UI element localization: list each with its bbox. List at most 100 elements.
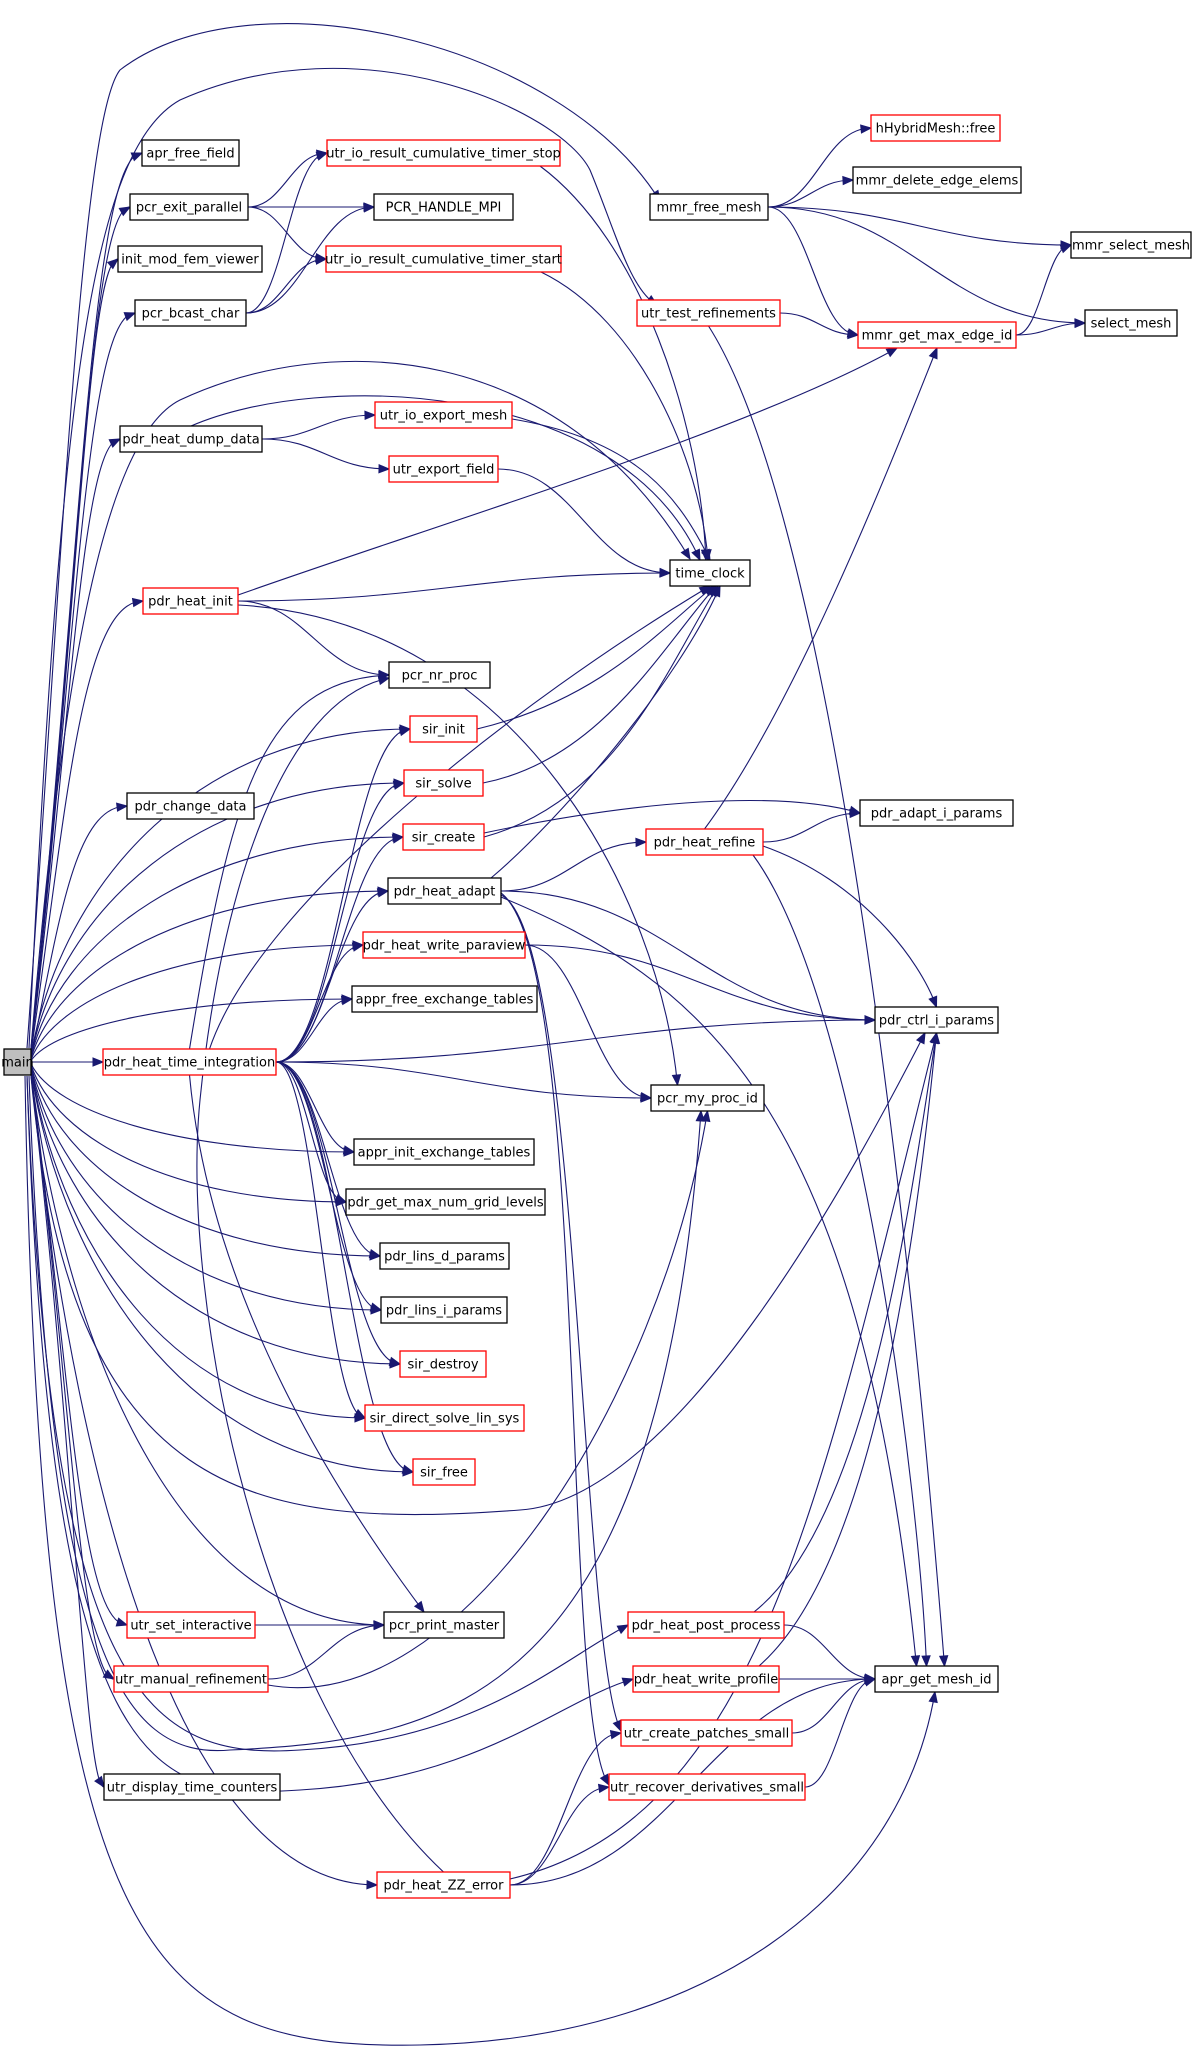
- arrowhead-icon: [928, 995, 938, 1009]
- node-label: utr_test_refinements: [641, 307, 776, 322]
- node-sir_solve[interactable]: sir_solve: [403, 769, 484, 797]
- node-utr_export_field[interactable]: utr_export_field: [388, 455, 499, 483]
- node-mmr_get_max_edge_id[interactable]: mmr_get_max_edge_id: [857, 321, 1017, 349]
- edge-line: [704, 347, 938, 830]
- node-label: pdr_heat_dump_data: [122, 433, 259, 448]
- edge-line: [30, 1066, 382, 1311]
- node-utr_io_export_mesh[interactable]: utr_io_export_mesh: [374, 401, 513, 429]
- node-utr_recover_derivatives_small[interactable]: utr_recover_derivatives_small: [608, 1773, 806, 1801]
- node-label: pcr_my_proc_id: [657, 1092, 758, 1107]
- edge-line: [30, 836, 404, 1058]
- node-select_mesh[interactable]: select_mesh: [1084, 309, 1178, 337]
- node-pdr_heat_time_integration[interactable]: pdr_heat_time_integration: [102, 1048, 277, 1076]
- node-box: [874, 1665, 999, 1693]
- node-box: [325, 245, 562, 273]
- edge-mmr_get_max_edge_id-to-mmr_select_mesh: [1015, 244, 1073, 336]
- node-pdr_heat_write_profile[interactable]: pdr_heat_write_profile: [632, 1665, 780, 1693]
- node-box: [103, 1773, 281, 1801]
- arrowhead-icon: [123, 312, 137, 322]
- node-apr_get_mesh_id[interactable]: apr_get_mesh_id: [874, 1665, 999, 1693]
- node-utr_test_refinements[interactable]: utr_test_refinements: [636, 299, 781, 327]
- node-box: [388, 661, 491, 689]
- node-sir_init[interactable]: sir_init: [409, 715, 478, 743]
- node-pdr_ctrl_i_params[interactable]: pdr_ctrl_i_params: [874, 1006, 999, 1034]
- node-sir_direct_solve_lin_sys[interactable]: sir_direct_solve_lin_sys: [364, 1404, 525, 1432]
- node-pcr_nr_proc[interactable]: pcr_nr_proc: [388, 661, 491, 689]
- node-pdr_lins_i_params[interactable]: pdr_lins_i_params: [380, 1296, 508, 1324]
- edge-line: [30, 890, 389, 1059]
- edge-line: [30, 805, 128, 1057]
- node-sir_free[interactable]: sir_free: [412, 1458, 476, 1486]
- node-label: pdr_heat_ZZ_error: [384, 1879, 505, 1894]
- arrowhead-icon: [691, 548, 701, 562]
- edge-utr_io_export_mesh-to-time_clock: [511, 418, 711, 562]
- edge-pdr_heat_post_process-to-pdr_ctrl_i_params: [753, 1031, 940, 1613]
- node-box: [627, 1611, 785, 1639]
- edge-pdr_heat_write_profile-to-pdr_ctrl_i_params: [758, 1031, 941, 1667]
- node-pdr_adapt_i_params[interactable]: pdr_adapt_i_params: [859, 799, 1014, 827]
- node-hHybridMesh_free[interactable]: hHybridMesh::free: [870, 114, 1001, 142]
- node-utr_manual_refinement[interactable]: utr_manual_refinement: [113, 1665, 269, 1693]
- node-appr_init_exchange_tables[interactable]: appr_init_exchange_tables: [353, 1138, 535, 1166]
- node-mmr_delete_edge_elems[interactable]: mmr_delete_edge_elems: [852, 166, 1022, 194]
- node-label: select_mesh: [1091, 317, 1172, 332]
- arrowhead-icon: [363, 203, 376, 213]
- node-pdr_heat_adapt[interactable]: pdr_heat_adapt: [387, 877, 502, 905]
- arrowhead-icon: [351, 942, 365, 952]
- node-utr_io_result_cumulative_timer_start[interactable]: utr_io_result_cumulative_timer_start: [325, 245, 562, 273]
- node-box: [388, 455, 499, 483]
- node-pdr_get_max_num_grid_levels[interactable]: pdr_get_max_num_grid_levels: [345, 1188, 546, 1216]
- node-box: [412, 1458, 476, 1486]
- node-label: mmr_free_mesh: [657, 201, 762, 216]
- edge-line: [791, 1678, 876, 1734]
- node-pcr_print_master[interactable]: pcr_print_master: [383, 1611, 505, 1639]
- node-pdr_heat_refine[interactable]: pdr_heat_refine: [645, 828, 764, 856]
- node-main[interactable]: main: [1, 1048, 34, 1076]
- node-pdr_heat_dump_data[interactable]: pdr_heat_dump_data: [119, 425, 263, 453]
- node-pdr_heat_init[interactable]: pdr_heat_init: [142, 587, 239, 615]
- edge-pdr_heat_time_integration-to-sir_direct_solve_lin_sys: [275, 1061, 367, 1419]
- node-mmr_select_mesh[interactable]: mmr_select_mesh: [1070, 231, 1192, 259]
- node-mmr_free_mesh[interactable]: mmr_free_mesh: [649, 193, 769, 221]
- node-pdr_lins_d_params[interactable]: pdr_lins_d_params: [379, 1242, 510, 1270]
- edge-line: [237, 347, 898, 596]
- node-pdr_heat_write_paraview[interactable]: pdr_heat_write_paraview: [362, 931, 526, 959]
- node-utr_set_interactive[interactable]: utr_set_interactive: [126, 1611, 256, 1639]
- node-pcr_my_proc_id[interactable]: pcr_my_proc_id: [650, 1084, 765, 1112]
- edge-pdr_heat_write_paraview-to-pcr_my_proc_id: [524, 944, 653, 1102]
- edge-line: [30, 1064, 347, 1203]
- node-sir_destroy[interactable]: sir_destroy: [399, 1350, 487, 1378]
- node-box: [852, 166, 1022, 194]
- edge-line: [196, 677, 444, 1873]
- edge-line: [482, 585, 717, 784]
- edge-line: [767, 206, 859, 336]
- edge-pdr_heat_time_integration-to-pdr_ctrl_i_params: [275, 1015, 877, 1063]
- edge-utr_manual_refinement-to-pcr_my_proc_id: [267, 1109, 711, 1688]
- edge-line: [500, 890, 876, 1021]
- node-pdr_change_data[interactable]: pdr_change_data: [126, 792, 255, 820]
- edge-line: [275, 1061, 355, 1153]
- arrowhead-icon: [364, 410, 377, 421]
- node-label: utr_io_export_mesh: [380, 409, 508, 424]
- node-pdr_heat_post_process[interactable]: pdr_heat_post_process: [627, 1611, 785, 1639]
- node-appr_free_exchange_tables[interactable]: appr_free_exchange_tables: [351, 985, 538, 1013]
- edge-main-to-apr_free_field: [30, 152, 144, 1050]
- node-apr_free_field[interactable]: apr_free_field: [141, 139, 240, 167]
- node-box: [374, 401, 513, 429]
- edge-line: [245, 206, 375, 314]
- node-utr_io_result_cumulative_timer_stop[interactable]: utr_io_result_cumulative_timer_stop: [326, 139, 561, 167]
- edge-line: [275, 1061, 347, 1203]
- node-utr_display_time_counters[interactable]: utr_display_time_counters: [103, 1773, 281, 1801]
- edge-pdr_heat_time_integration-to-sir_solve: [275, 780, 406, 1063]
- edge-pdr_heat_adapt-to-utr_create_patches_small: [500, 894, 622, 1733]
- edge-main-to-utr_manual_refinement: [30, 1074, 116, 1680]
- node-time_clock[interactable]: time_clock: [669, 559, 751, 587]
- node-sir_create[interactable]: sir_create: [402, 823, 485, 851]
- node-pcr_exit_parallel[interactable]: pcr_exit_parallel: [129, 193, 249, 221]
- node-pdr_heat_ZZ_error[interactable]: pdr_heat_ZZ_error: [376, 1871, 511, 1899]
- node-utr_create_patches_small[interactable]: utr_create_patches_small: [620, 1719, 793, 1747]
- node-init_mod_fem_viewer[interactable]: init_mod_fem_viewer: [117, 245, 263, 273]
- node-pcr_bcast_char[interactable]: pcr_bcast_char: [134, 299, 247, 327]
- edge-main-to-pdr_ctrl_i_params: [30, 1031, 926, 1516]
- node-PCR_HANDLE_MPI[interactable]: PCR_HANDLE_MPI: [373, 193, 514, 221]
